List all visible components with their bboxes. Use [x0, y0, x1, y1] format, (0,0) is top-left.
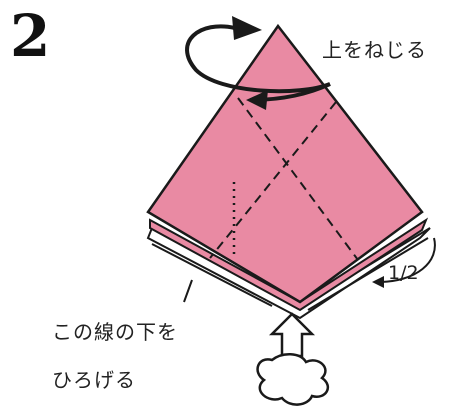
step-number: 2 — [10, 2, 51, 70]
fraction-label: 1/2 — [388, 262, 419, 284]
inflate-arrow-icon — [268, 312, 316, 358]
spread-label: ひろげる — [52, 368, 136, 392]
dashed-fold-line — [237, 97, 359, 261]
side-curve-arrow-icon — [377, 237, 436, 283]
spread-below-line-label: この線の下を — [52, 320, 178, 344]
twist-top-label: 上をねじる — [322, 38, 427, 62]
flap-edge-right — [307, 237, 429, 311]
puff-cloud-icon — [256, 353, 330, 406]
rotate-arrow-icon — [185, 16, 331, 110]
dashed-fold-line — [209, 101, 337, 259]
label-leader-line — [183, 279, 193, 303]
side-curve-arrowhead-icon — [372, 276, 384, 288]
flap-edge-left — [151, 243, 273, 307]
